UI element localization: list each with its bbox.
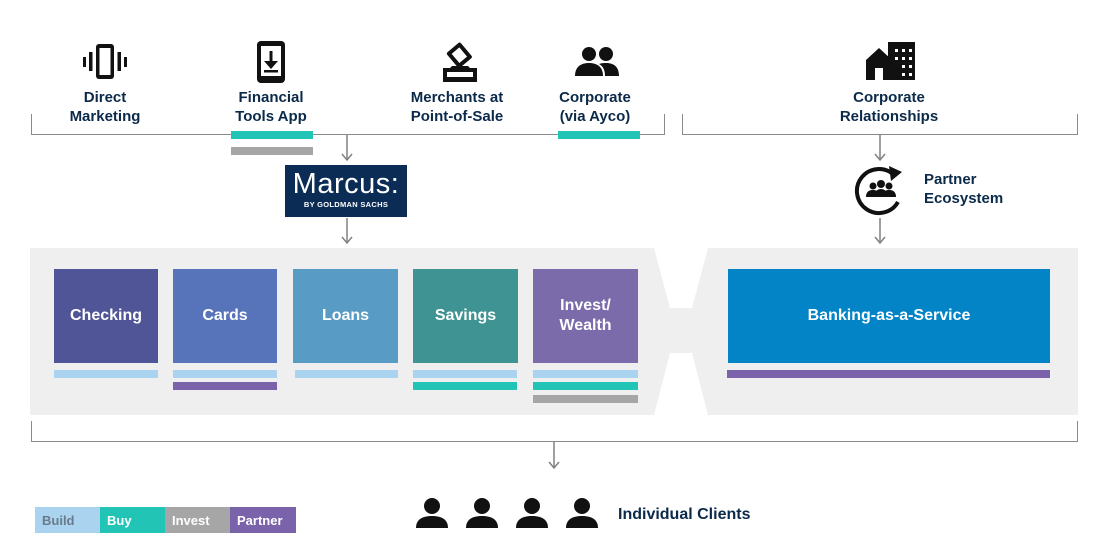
- product-label: Cards: [202, 307, 248, 324]
- product-tile-savings: Savings: [413, 269, 518, 363]
- arrow-down-icon: [873, 135, 887, 163]
- partner-ecosystem-icon: [850, 164, 910, 220]
- corporate-ayco-label: Corporate (via Ayco): [559, 89, 631, 125]
- product-tile-invest-wealth: Invest/ Wealth: [533, 269, 638, 363]
- product-tile-loans: Loans: [293, 269, 398, 363]
- bottom-bracket: [31, 421, 1078, 442]
- marcus-wordmark: Marcus:: [292, 168, 400, 200]
- arrow-down-icon: [547, 441, 561, 471]
- baas-label: Banking-as-a-Service: [807, 307, 971, 324]
- point-of-sale-icon: [440, 42, 480, 84]
- marcus-logo: Marcus: BY GOLDMAN SACHS: [285, 165, 407, 217]
- loans-build-bar: [295, 370, 398, 378]
- product-label: Savings: [434, 307, 497, 324]
- legend-invest: Invest: [165, 507, 230, 533]
- ayco-buy-bar: [558, 131, 640, 139]
- marcus-subtitle: BY GOLDMAN SACHS: [303, 200, 389, 209]
- cards-partner-bar: [173, 382, 277, 390]
- direct-marketing-label: Direct Marketing: [69, 89, 141, 125]
- product-label: Invest/ Wealth: [559, 297, 612, 334]
- arrow-down-icon: [873, 218, 887, 246]
- arrow-down-icon: [340, 135, 354, 163]
- left-channels-bracket: [31, 114, 665, 135]
- invest-invest-bar: [533, 395, 638, 403]
- individual-clients-label: Individual Clients: [618, 506, 751, 523]
- legend-buy: Buy: [100, 507, 165, 533]
- product-label: Checking: [69, 307, 142, 324]
- right-channels-bracket: [682, 114, 1078, 135]
- person-icon: [464, 497, 500, 529]
- cards-build-bar: [173, 370, 277, 378]
- legend: Build Buy Invest Partner: [35, 507, 296, 533]
- legend-build: Build: [35, 507, 100, 533]
- product-tile-cards: Cards: [173, 269, 277, 363]
- phone-vibrate-icon: [81, 42, 129, 82]
- invest-build-bar: [533, 370, 638, 378]
- app-invest-bar: [231, 147, 313, 155]
- merchants-pos-label: Merchants at Point-of-Sale: [410, 89, 504, 125]
- checking-build-bar: [54, 370, 158, 378]
- app-buy-bar: [231, 131, 313, 139]
- invest-buy-bar: [533, 382, 638, 390]
- baas-partner-bar: [727, 370, 1050, 378]
- person-icon: [564, 497, 600, 529]
- person-icon: [514, 497, 550, 529]
- corporate-relationships-label: Corporate Relationships: [839, 89, 939, 125]
- savings-build-bar: [413, 370, 517, 378]
- building-icon: [864, 40, 916, 82]
- product-tile-baas: Banking-as-a-Service: [728, 269, 1050, 363]
- legend-partner: Partner: [230, 507, 296, 533]
- phone-download-icon: [256, 40, 286, 84]
- arrow-down-icon: [340, 218, 354, 246]
- partner-ecosystem-label: Partner Ecosystem: [924, 171, 1004, 207]
- financial-tools-app-label: Financial Tools App: [235, 89, 307, 125]
- people-icon: [574, 46, 620, 78]
- product-label: Loans: [321, 307, 370, 324]
- person-icon: [414, 497, 450, 529]
- product-tile-checking: Checking: [54, 269, 158, 363]
- savings-buy-bar: [413, 382, 517, 390]
